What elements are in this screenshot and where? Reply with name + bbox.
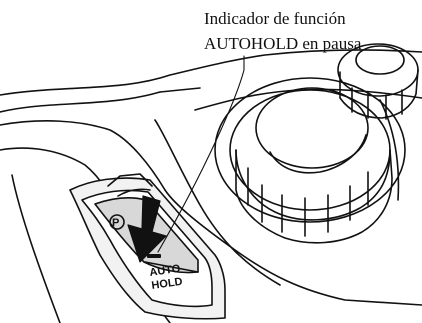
press-arrow-icon	[127, 195, 167, 263]
callout-label: Indicador de función AUTOHOLD en pausa	[204, 6, 420, 56]
switch-label-auto: AUTO	[149, 263, 182, 279]
rotary-knob	[214, 77, 406, 244]
indicator-lamp	[147, 254, 161, 258]
callout-line-2: AUTOHOLD en pausa	[204, 34, 362, 53]
parking-symbol: P	[112, 217, 119, 229]
switch-label-hold: HOLD	[151, 276, 184, 292]
callout-line-1: Indicador de función	[204, 9, 346, 28]
callout-leader-line	[157, 55, 245, 253]
small-knob	[337, 43, 419, 120]
